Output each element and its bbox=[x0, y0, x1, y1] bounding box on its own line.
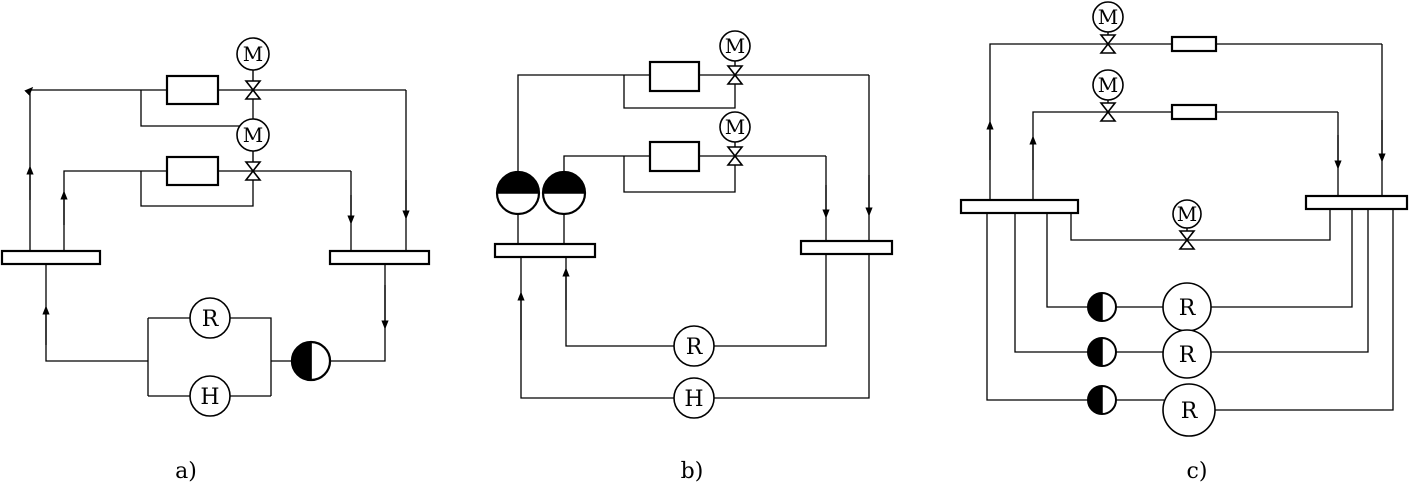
motor-label: M bbox=[1098, 73, 1118, 97]
caption-a: a) bbox=[175, 459, 197, 484]
radiator-label: R bbox=[1179, 296, 1197, 321]
bypass-pipe bbox=[1070, 209, 1331, 241]
motor-label: M bbox=[1177, 202, 1197, 226]
radiator: R bbox=[1162, 383, 1216, 437]
heater-label: H bbox=[200, 385, 219, 410]
heater-label: H bbox=[684, 387, 703, 412]
motorized-valve: M bbox=[719, 111, 751, 166]
circulation-pump bbox=[495, 170, 541, 216]
heater: H bbox=[189, 375, 231, 417]
heater: H bbox=[673, 377, 715, 419]
motor-label: M bbox=[243, 42, 263, 66]
radiator: R bbox=[673, 325, 715, 367]
circulation-pump bbox=[541, 170, 587, 216]
circulation-pump bbox=[290, 340, 332, 382]
motor-label: M bbox=[725, 115, 745, 139]
motor-label: M bbox=[725, 34, 745, 58]
diagram-a: M M R H a) bbox=[0, 37, 431, 484]
heat-exchanger bbox=[1170, 35, 1218, 53]
supply-header bbox=[493, 242, 597, 259]
caption-c: c) bbox=[1187, 459, 1208, 484]
radiator-label: R bbox=[202, 307, 220, 332]
caption-b: b) bbox=[681, 459, 704, 484]
radiator: R bbox=[1162, 282, 1212, 332]
supply-header bbox=[959, 198, 1080, 215]
return-header bbox=[1304, 194, 1409, 211]
motor-label: M bbox=[1098, 5, 1118, 29]
radiator-label: R bbox=[1181, 399, 1199, 424]
heat-exchanger bbox=[648, 140, 701, 173]
motorized-valve: M bbox=[1172, 199, 1202, 250]
return-header bbox=[799, 239, 894, 256]
circulation-pump bbox=[1087, 337, 1117, 367]
radiator: R bbox=[1162, 329, 1212, 379]
motorized-valve: M bbox=[236, 118, 270, 181]
circulation-pump bbox=[1087, 385, 1117, 415]
circulation-pump bbox=[1087, 292, 1117, 322]
heat-exchanger bbox=[1170, 103, 1218, 121]
motorized-valve: M bbox=[1092, 69, 1124, 122]
motorized-valve: M bbox=[1092, 1, 1124, 54]
radiator-label: R bbox=[686, 335, 704, 360]
diagram-b: M M R bbox=[493, 30, 894, 484]
heat-exchanger bbox=[165, 155, 220, 187]
motor-label: M bbox=[243, 123, 263, 147]
motorized-valve: M bbox=[236, 37, 270, 100]
heat-exchanger bbox=[165, 74, 220, 106]
radiator: R bbox=[189, 297, 231, 339]
return-header bbox=[328, 249, 431, 266]
bypass-pipe bbox=[140, 90, 254, 127]
radiator-label: R bbox=[1179, 343, 1197, 368]
supply-header bbox=[0, 249, 102, 266]
motorized-valve: M bbox=[719, 30, 751, 85]
heat-exchanger bbox=[648, 60, 701, 93]
diagram-c: M M M R bbox=[959, 1, 1409, 484]
